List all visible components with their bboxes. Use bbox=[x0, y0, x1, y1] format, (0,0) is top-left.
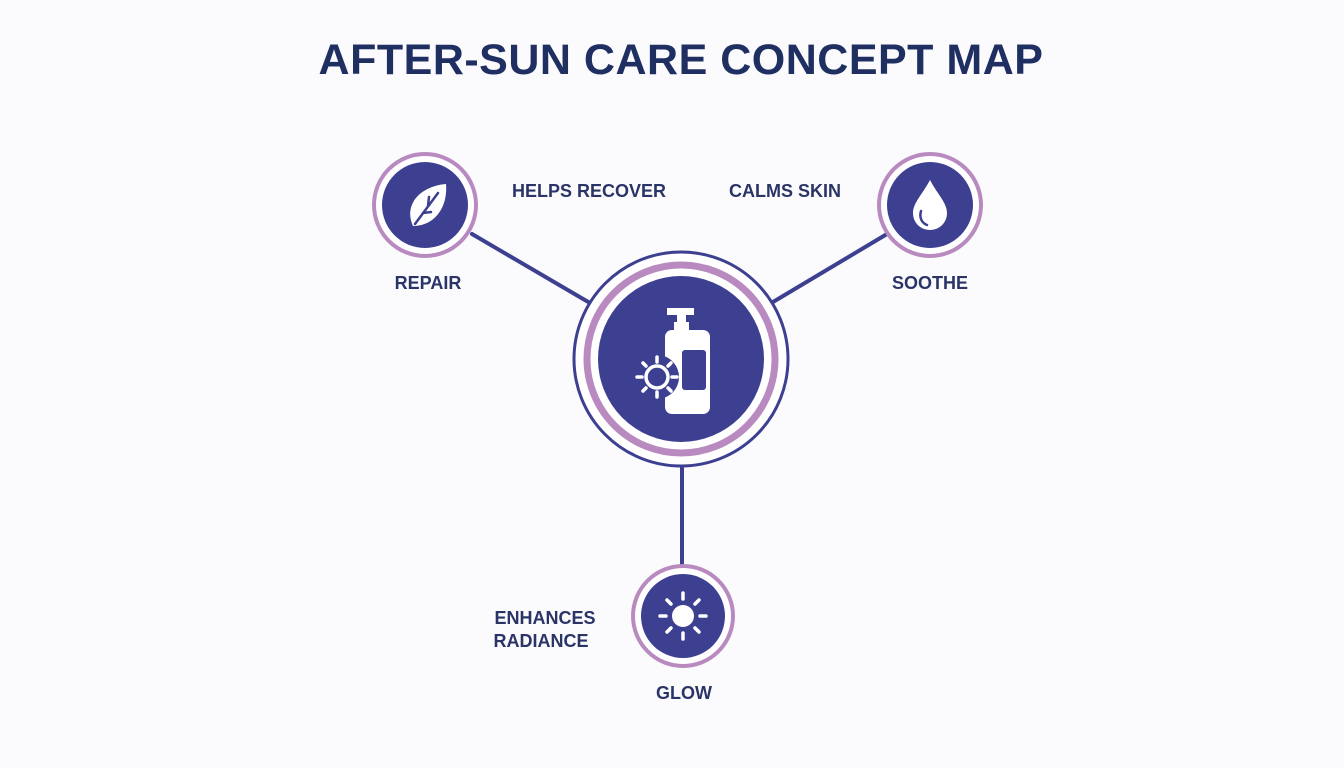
glow-link-label-line1: ENHANCES bbox=[494, 608, 596, 628]
soothe-node bbox=[877, 152, 983, 258]
repair-link-label: HELPS RECOVER bbox=[512, 181, 667, 201]
glow-node bbox=[631, 564, 735, 668]
glow-label: GLOW bbox=[656, 683, 712, 703]
connector-soothe bbox=[771, 232, 889, 304]
repair-label: REPAIR bbox=[394, 273, 462, 293]
center-node bbox=[572, 250, 790, 468]
glow-link-label-line2: RADIANCE bbox=[493, 631, 589, 651]
sun-icon bbox=[658, 591, 708, 641]
connector-repair bbox=[470, 232, 592, 305]
repair-node bbox=[372, 152, 478, 258]
soothe-label: SOOTHE bbox=[891, 273, 968, 293]
leaf-icon bbox=[410, 184, 447, 226]
page-title: AFTER-SUN CARE CONCEPT MAP bbox=[318, 36, 1044, 84]
water-drop-icon bbox=[913, 180, 947, 230]
soothe-link-label: CALMS SKIN bbox=[729, 181, 841, 201]
lotion-bottle-with-sun-icon bbox=[635, 308, 710, 414]
